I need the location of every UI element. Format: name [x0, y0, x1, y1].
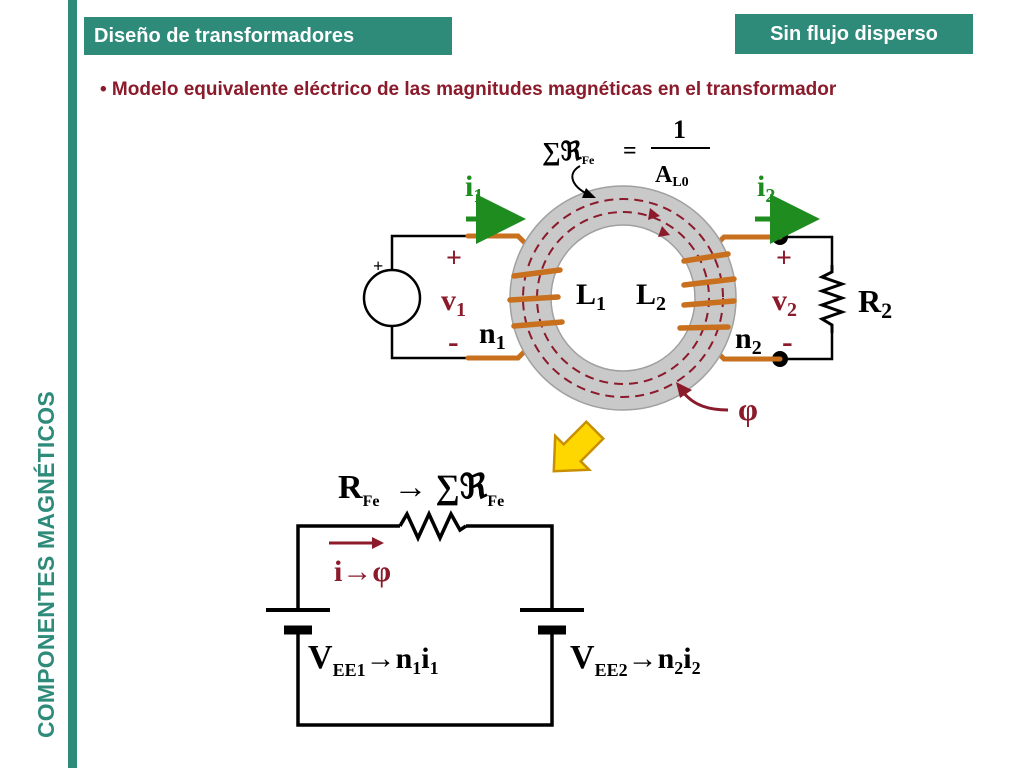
phi-label: φ — [738, 391, 758, 427]
primary-wires — [390, 234, 468, 360]
voltage-source-icon — [362, 268, 422, 328]
v1-minus-label: - — [448, 323, 459, 359]
flux-path — [536, 211, 710, 385]
primary-winding — [507, 267, 565, 329]
v2-plus-label: + — [776, 243, 792, 274]
n2-label: n2 — [735, 322, 762, 359]
bullet-text: • Modelo equivalente eléctrico de las ma… — [100, 79, 837, 100]
flux-path — [522, 198, 724, 398]
vee2-label: VEE2→n2i2 — [570, 639, 701, 680]
rfe-label: RFe→∑ℜFe — [338, 469, 504, 510]
vee1-label: VEE1→n1i1 — [308, 639, 439, 680]
header-right-title: Sin flujo disperso — [735, 14, 973, 54]
v1-label: v1 — [441, 284, 466, 321]
v2-label: v2 — [772, 284, 797, 321]
r2-label: R2 — [858, 283, 892, 323]
sidebar-accent-bar — [68, 0, 77, 768]
source-plus-label: + — [373, 256, 383, 276]
phi-pointer-icon — [681, 391, 729, 412]
transform-arrow-icon — [552, 419, 606, 473]
l2-label: L2 — [636, 278, 666, 315]
load-resistor-icon — [817, 265, 847, 333]
battery-vee1-icon — [266, 608, 330, 635]
i2-label: i2 — [757, 170, 775, 207]
iphi-label: i→φ — [334, 555, 391, 588]
reluctance-denominator: AL0 — [655, 162, 689, 190]
i1-label: i1 — [465, 170, 483, 207]
v2-minus-label: - — [782, 323, 793, 359]
header-left-title: Diseño de transformadores — [84, 17, 452, 55]
rfe-resistor-icon — [398, 509, 467, 543]
battery-vee2-icon — [520, 608, 584, 635]
equivalent-circuit-wires — [296, 524, 554, 727]
reluctance-equals: = — [623, 138, 637, 164]
n1-label: n1 — [479, 317, 506, 354]
secondary-winding — [677, 251, 737, 331]
reluctance-sum-label: ∑ℜFe — [542, 137, 595, 167]
l1-label: L1 — [576, 278, 606, 315]
toroid-core — [509, 185, 737, 411]
reluctance-numerator: 1 — [673, 115, 686, 144]
v1-plus-label: + — [446, 243, 462, 274]
